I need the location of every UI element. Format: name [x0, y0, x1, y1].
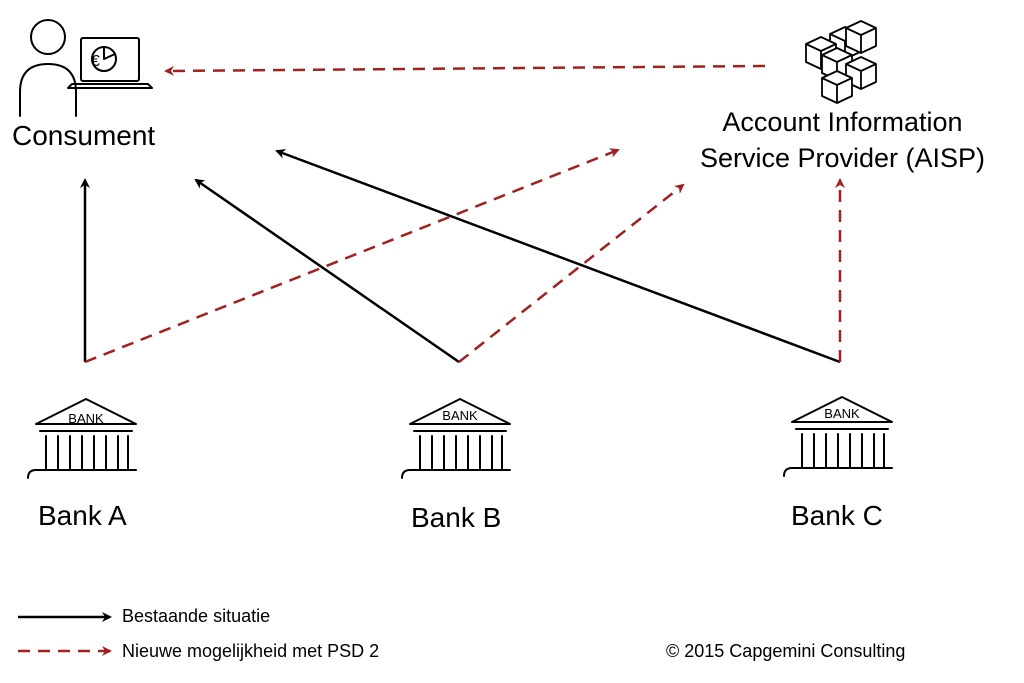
bank-sign: BANK [68, 411, 104, 426]
bank-building-icon [401, 398, 511, 479]
arrow-aisp-to-consumer [164, 64, 766, 76]
bank-sign: BANK [442, 408, 478, 423]
aisp-label: Account Information Service Provider (AI… [650, 104, 1024, 176]
arrow-bank-a-to-aisp [84, 148, 620, 364]
bank-sign: BANK [824, 406, 860, 421]
svg-text:€: € [91, 53, 100, 70]
bank-c-label: Bank C [791, 500, 883, 531]
legend-dashed-label: Nieuwe mogelijkheid met PSD 2 [122, 641, 380, 661]
cubes-icon [805, 20, 877, 104]
arrow-bank-b-to-aisp [458, 183, 685, 363]
consumer-label: Consument [12, 120, 156, 151]
bank-building-icon [27, 398, 137, 479]
aisp-label-line1: Account Information [722, 107, 963, 137]
arrow-bank-c-to-consumer [275, 149, 841, 364]
bank-a-label: Bank A [38, 500, 127, 531]
bank-building-icon [783, 396, 893, 477]
consumer-icon: € [19, 19, 153, 117]
legend-solid-label: Bestaande situatie [122, 606, 271, 626]
aisp-label-line2: Service Provider (AISP) [699, 143, 986, 173]
arrow-bank-b-to-consumer [194, 178, 460, 364]
copyright: © 2015 Capgemini Consulting [666, 641, 906, 661]
bank-b-label: Bank B [411, 502, 502, 533]
